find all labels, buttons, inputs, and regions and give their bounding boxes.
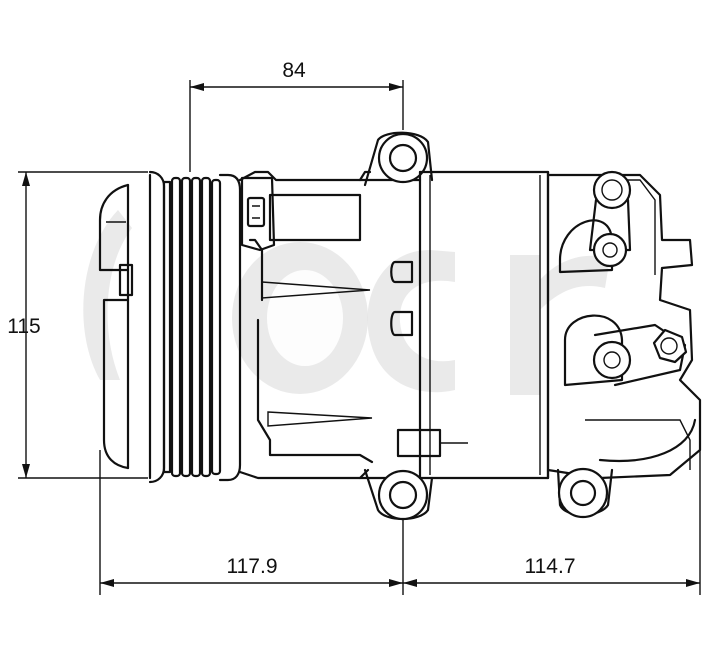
connector-icon	[240, 176, 276, 252]
clutch-front-plate	[98, 173, 152, 480]
rear-head	[546, 173, 702, 480]
dimension-height: 115	[7, 171, 148, 479]
dimension-top-label: 84	[282, 59, 306, 82]
mounting-ear-icon	[363, 131, 468, 521]
compressor-body	[418, 170, 550, 480]
pulley-icon	[148, 170, 242, 484]
dimension-top: 84	[189, 59, 404, 172]
dimension-bottom-right-label: 114.7	[525, 555, 576, 578]
rear-mounting-ear	[556, 467, 614, 519]
dimension-height-label: 115	[7, 315, 40, 338]
acr-watermark-logo	[83, 210, 610, 395]
lower-service-fitting	[592, 323, 688, 387]
dimension-bottom: 117.9 114.7	[99, 450, 701, 595]
dimension-bottom-left-label: 117.9	[227, 555, 278, 578]
upper-service-fitting	[588, 170, 632, 268]
